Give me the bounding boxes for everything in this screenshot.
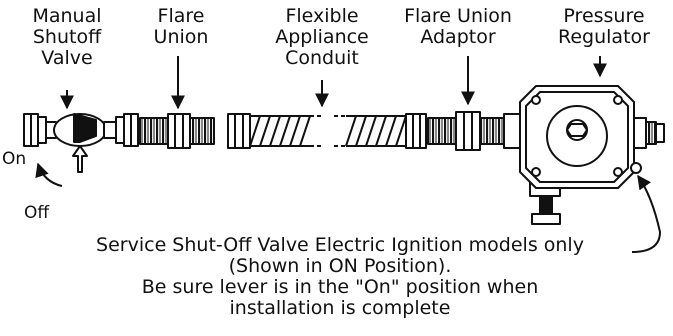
label-manual-shutoff-valve: Manual Shutoff Valve [32,5,102,69]
manual-shutoff-valve [23,113,139,187]
label-flare-union: Flare Union [153,5,209,48]
label-on: On [2,149,27,169]
note-line-3: Be sure lever is in the "On" position wh… [141,276,539,298]
note-line-1: Service Shut-Off Valve Electric Ignition… [96,234,584,256]
flare-union [139,113,215,149]
pressure-regulator [519,85,665,225]
flare-union-adaptor [427,111,521,151]
label-flare-union-adaptor: Flare Union Adaptor [404,5,512,48]
note-line-4: installation is complete [229,297,451,319]
service-note: Service Shut-Off Valve Electric Ignition… [60,235,620,319]
label-pressure-regulator: Pressure Regulator [558,5,650,48]
note-line-2: (Shown in ON Position). [228,255,452,277]
note-leader-line [631,174,661,253]
label-flexible-appliance-conduit: Flexible Appliance Conduit [275,5,369,69]
pointer-arrows [60,56,607,110]
flexible-appliance-conduit [227,113,427,149]
label-off: Off [24,203,50,223]
